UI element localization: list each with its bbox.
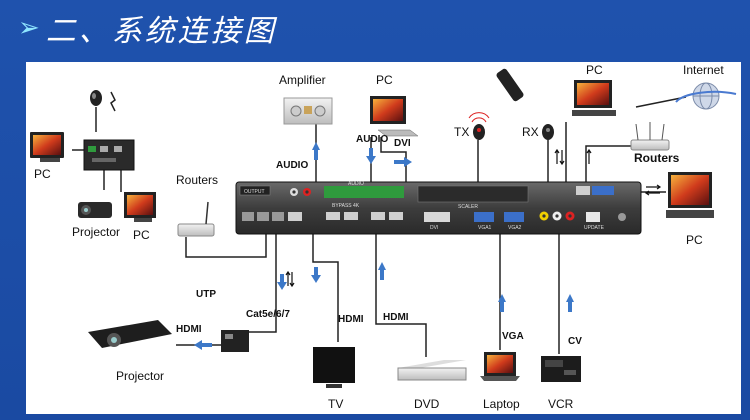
laptop: Laptop (480, 352, 520, 411)
pc-left-top-label: PC (34, 167, 51, 181)
pc-right: PC (666, 172, 714, 247)
projector: Projector (88, 320, 172, 383)
update-label: UPDATE (584, 225, 605, 231)
vga1-port-label: VGA1 (478, 225, 492, 231)
hdmi-tv-link-label: HDMI (338, 314, 364, 325)
hdmi-extender (221, 330, 249, 352)
output-label: OUTPUT (244, 189, 265, 195)
rx-device: RX (496, 68, 554, 140)
arrow-right-icon (394, 157, 412, 167)
audio-mid-link-label: AUDIO (356, 134, 388, 145)
projector-small-label: Projector (72, 225, 120, 239)
arrow-up-icon (312, 142, 320, 160)
dvi-link-label: DVI (394, 138, 411, 149)
hdmi-projector-link-label: HDMI (176, 324, 202, 335)
router-right-cable (585, 145, 631, 184)
bidirectional-arrows (285, 148, 662, 288)
arrow-left-icon (194, 340, 212, 350)
arrow-up-icon (498, 294, 506, 312)
arrow-down-icon (277, 274, 287, 290)
rx-label: RX (522, 125, 539, 139)
cv-link-label: CV (568, 336, 582, 347)
left-encoder-box (83, 139, 135, 171)
arrow-up-icon (378, 262, 386, 280)
laptop-label: Laptop (483, 397, 520, 411)
arrow-down-icon (311, 267, 321, 283)
bypass-label: BYPASS 4K (332, 203, 360, 209)
router-left: Routers (176, 173, 218, 237)
title-text: 二、系统连接图 (45, 14, 277, 49)
cat5-cable (248, 230, 277, 333)
pc-left-bottom-label: PC (133, 228, 150, 242)
pc-top-right: PC (572, 63, 616, 116)
routers-left-label: Routers (176, 173, 218, 187)
vcr-label: VCR (548, 397, 574, 411)
internet-label: Internet (683, 63, 724, 77)
dvi-cable (380, 137, 407, 184)
pc-left-top: PC (30, 132, 64, 181)
dvi-port-label: DVI (430, 225, 438, 231)
microphone-left (90, 90, 116, 112)
matrix-switcher: OUTPUT AUDIO BYPASS 4K SCALER DVI VGA1 V… (235, 181, 642, 235)
antenna-icon (110, 91, 116, 112)
pc-top-label: PC (376, 73, 393, 87)
slide-title: ➢ 二、系统连接图 (18, 6, 277, 50)
audio-label: AUDIO (348, 181, 364, 187)
scaler-label: SCALER (458, 204, 478, 210)
connection-diagram: OUTPUT AUDIO BYPASS 4K SCALER DVI VGA1 V… (30, 63, 737, 411)
cat5e-link-label: Cat5e/6/7 (246, 309, 290, 320)
projector-label: Projector (116, 369, 164, 383)
tx-device: TX (454, 112, 490, 140)
pc-top: PC (370, 73, 419, 137)
vga-link-label: VGA (502, 331, 524, 342)
projector-small: Projector (72, 202, 120, 239)
diagram-panel: OUTPUT AUDIO BYPASS 4K SCALER DVI VGA1 V… (26, 62, 741, 414)
utp-link-label: UTP (196, 289, 216, 300)
internet: Internet (675, 63, 737, 110)
pc-right-label: PC (686, 233, 703, 247)
dvd-label: DVD (414, 397, 440, 411)
tx-label: TX (454, 125, 469, 139)
vga2-port-label: VGA2 (508, 225, 522, 231)
vcr: VCR (541, 356, 581, 411)
dvd: DVD (397, 360, 467, 411)
signal-arrows (194, 142, 574, 350)
arrow-up-icon (566, 294, 574, 312)
remote-control-icon (496, 68, 524, 102)
pc-left-bottom: PC (124, 192, 156, 242)
internet-cable (635, 96, 687, 108)
arrow-down-icon (366, 148, 376, 164)
audio-left-link-label: AUDIO (276, 160, 308, 171)
router-right: Routers (630, 122, 680, 165)
amplifier-label: Amplifier (279, 73, 326, 87)
bullet-arrow-icon: ➢ (18, 13, 40, 43)
amplifier: Amplifier (279, 73, 333, 125)
hdmi-dvd-cable (375, 230, 427, 357)
hdmi-tv-cable (312, 230, 339, 342)
utp-cable (185, 230, 267, 258)
tv: TV (313, 347, 355, 411)
cables (72, 96, 687, 357)
hdmi-dvd-link-label: HDMI (383, 312, 409, 323)
tv-label: TV (328, 397, 343, 411)
routers-right-label: Routers (634, 151, 680, 165)
pc-top-right-label: PC (586, 63, 603, 77)
